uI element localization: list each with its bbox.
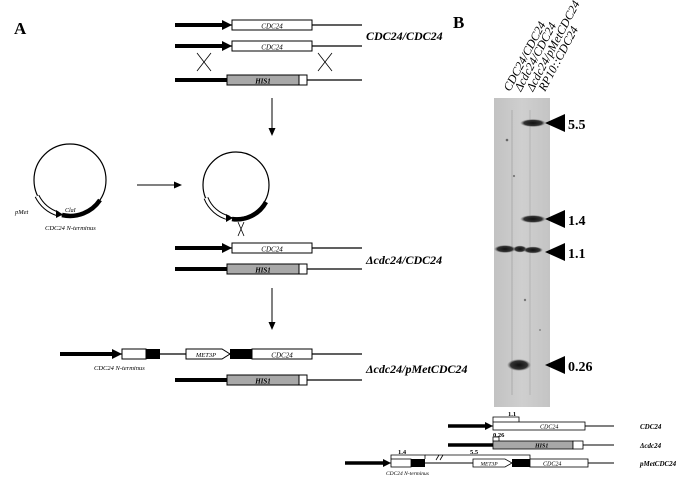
marker-arrow-0-26 <box>545 356 565 374</box>
crossover-right <box>317 52 333 72</box>
crossover-left <box>196 52 212 72</box>
size-label-0-26: 0.26 <box>568 360 593 375</box>
lane-labels: CDC24/CDC24 Δcdc24/CDC24 Δcdc24/pMetCDC2… <box>500 0 582 94</box>
genotype-pmet: Δcdc24/pMetCDC24 <box>365 362 468 376</box>
band-5-5 <box>520 119 546 127</box>
map-fragment-1-4: 1.4 <box>398 449 407 456</box>
cdc24-gene-label-3: CDC24 <box>261 246 283 254</box>
restriction-maps: CDC24 1.1 CDC24 HIS1 0.26 Δcdc24 MET3P C… <box>345 411 677 477</box>
his1-cassette: HIS1 <box>175 74 362 86</box>
map-nterm-label: CDC24 N-terminus <box>386 470 429 477</box>
wild-type-locus: CDC24 CDC24 <box>175 19 362 52</box>
map-cdc24-box: CDC24 <box>540 424 558 431</box>
map-row-deletion: Δcdc24 <box>639 442 662 450</box>
clai-label: ClaI <box>65 208 77 214</box>
map-row-cdc24: CDC24 <box>640 423 662 431</box>
panel-a-label: A <box>14 19 27 38</box>
size-label-5-5: 5.5 <box>568 118 586 133</box>
map-row-pmet: pMetCDC24 <box>639 460 677 468</box>
his1-label-2: HIS1 <box>254 267 271 275</box>
map-cdc24-box-2: CDC24 <box>543 461 561 468</box>
size-label-1-1: 1.1 <box>568 247 586 262</box>
nterm-label: CDC24 N-terminus <box>45 225 96 232</box>
plasmid-pmet: pMet ClaI CDC24 N-terminus <box>14 143 107 232</box>
southern-blot <box>494 98 550 407</box>
his1-label: HIS1 <box>254 78 271 86</box>
cdc24-gene-label-2: CDC24 <box>261 44 283 52</box>
map-his1-box: HIS1 <box>534 444 548 450</box>
marker-arrow-1-4 <box>545 210 565 228</box>
nterm-construct-label: CDC24 N-terminus <box>94 365 145 372</box>
marker-arrow-1-1 <box>545 243 565 261</box>
marker-arrow-5-5 <box>545 114 565 132</box>
cdc24-gene-label-1: CDC24 <box>261 23 283 31</box>
panel-b-label: B <box>453 13 464 32</box>
his1-label-3: HIS1 <box>254 378 271 386</box>
met3p-label: MET3P <box>195 352 216 359</box>
band-0-26 <box>507 359 531 371</box>
deletion-locus: CDC24 HIS1 <box>175 242 362 275</box>
pmet-label: pMet <box>14 209 29 216</box>
map-met3p-box: MET3P <box>479 462 498 468</box>
genotype-deletion: Δcdc24/CDC24 <box>365 253 442 267</box>
band-1-4 <box>520 215 546 223</box>
genotype-wild-type: CDC24/CDC24 <box>366 29 443 43</box>
map-fragment-1-1: 1.1 <box>508 411 516 418</box>
size-label-1-4: 1.4 <box>568 214 586 229</box>
map-fragment-0-26: 0.26 <box>493 432 505 439</box>
band-1-1-lane3 <box>523 246 543 254</box>
map-fragment-5-5: 5.5 <box>470 449 479 456</box>
plasmid-integrating <box>202 151 270 237</box>
band-1-1-lane1 <box>494 245 516 253</box>
cdc24-gene-label-4: CDC24 <box>271 352 293 360</box>
size-markers: 5.5 1.4 1.1 0.26 <box>545 114 593 375</box>
pmet-construct: MET3P CDC24 CDC24 N-terminus HIS1 <box>60 348 362 386</box>
